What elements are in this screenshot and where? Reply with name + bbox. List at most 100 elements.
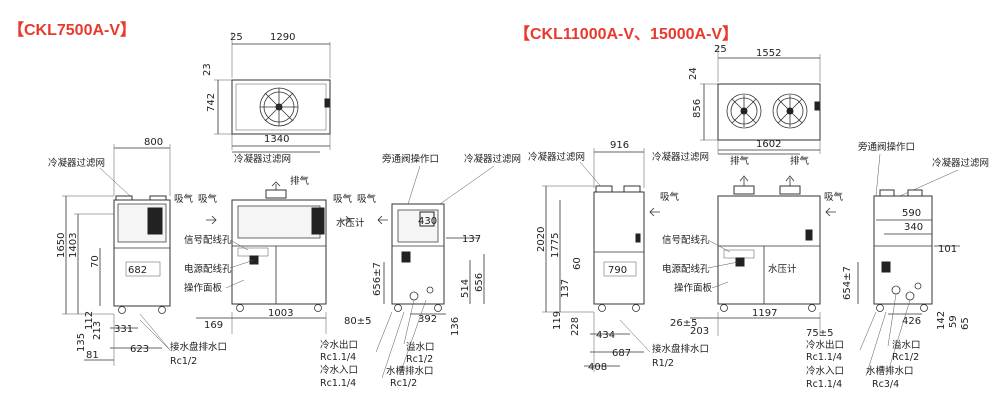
left-front-view: 冷凝器过滤网 排气 信号配线孔 电源配线孔 操作面板 吸气 吸气 169	[174, 151, 371, 334]
left-label-inlet: 冷水入口	[320, 364, 358, 376]
left-right-dim-137: 137	[462, 234, 481, 245]
left-label-overflow: 溢水口	[406, 341, 435, 353]
right-front-label-panel: 操作面板	[674, 282, 713, 294]
left-right-view: 吸气 吸气 水压计 旁通阀操作口 冷凝器过滤网 430 137 656±7 51	[139, 153, 521, 389]
right-side-dim-1775: 1775	[550, 233, 561, 258]
left-label-pan-drain-spec: Rc1/2	[170, 356, 197, 367]
right-label-tank-drain: 水槽排水口	[866, 365, 914, 377]
right-top-view: 25 1552 24 856 1602	[688, 44, 821, 154]
right-front-label-power-hole: 电源配线孔	[662, 263, 710, 275]
right-label-overflow: 溢水口	[892, 339, 921, 351]
right-front-label-pressure: 水压计	[768, 263, 797, 275]
left-right-dim-656: 656	[474, 273, 485, 292]
right-side-dim-916: 916	[610, 140, 629, 151]
left-side-dim-213: 213	[92, 321, 103, 340]
right-side-dim-408: 408	[588, 362, 607, 373]
left-front-label-signal-hole: 信号配线孔	[184, 234, 232, 246]
left-right-dim-136: 136	[450, 317, 461, 336]
right-side-dim-687: 687	[612, 348, 631, 359]
right-side-dim-60: 60	[572, 257, 583, 270]
left-side-dim-682: 682	[128, 265, 147, 276]
right-right-dim-590: 590	[902, 208, 921, 219]
right-right-dim-65: 65	[960, 317, 971, 330]
right-right-dim-426: 426	[902, 316, 921, 327]
left-side-dim-800: 800	[144, 137, 163, 148]
left-right-label-pressure: 水压计	[336, 217, 365, 229]
right-side-label-condenser-filter: 冷凝器过滤网	[528, 151, 585, 163]
right-front-dim-26: 26±5	[670, 318, 697, 329]
right-side-dim-119: 119	[552, 311, 563, 330]
right-model-title: 【CKL11000A-V、15000A-V】	[514, 26, 739, 43]
right-side-dim-434: 434	[596, 330, 615, 341]
left-side-dim-1403: 1403	[68, 233, 79, 258]
left-top-dim-23: 23	[202, 63, 213, 76]
right-front-label-signal-hole: 信号配线孔	[662, 234, 710, 246]
left-top-dim-1340: 1340	[264, 134, 289, 145]
left-right-label-intake-3: 吸气	[333, 193, 353, 205]
left-front-label-panel: 操作面板	[184, 282, 223, 294]
right-right-dim-340: 340	[904, 222, 923, 233]
left-label-tank-drain: 水槽排水口	[386, 365, 434, 377]
left-front-label-power-hole: 电源配线孔	[184, 263, 232, 275]
left-right-label-condenser-filter: 冷凝器过滤网	[464, 153, 521, 165]
right-side-dim-2020: 2020	[536, 227, 547, 252]
left-front-label-condenser-filter: 冷凝器过滤网	[234, 153, 291, 165]
right-front-label-exhaust-2: 排气	[790, 155, 810, 167]
right-label-inlet: 冷水入口	[806, 365, 844, 377]
left-side-dim-112: 112	[84, 311, 95, 330]
right-top-dim-25: 25	[714, 44, 727, 55]
left-right-dim-392: 392	[418, 314, 437, 325]
left-side-dim-135: 135	[76, 333, 87, 352]
right-side-dim-228: 228	[570, 317, 581, 336]
left-side-dim-70: 70	[90, 255, 101, 268]
left-side-dim-1650: 1650	[56, 233, 67, 258]
left-top-dim-25: 25	[230, 32, 243, 43]
right-right-dim-654: 654±7	[842, 266, 853, 300]
right-side-dim-790: 790	[608, 265, 627, 276]
left-front-dim-169: 169	[204, 320, 223, 331]
right-front-dim-75: 75±5	[806, 328, 833, 339]
left-label-inlet-spec: Rc1.1/4	[320, 378, 356, 389]
left-right-dim-656-tol: 656±7	[372, 262, 383, 296]
left-front-label-exhaust: 排气	[290, 175, 310, 187]
right-label-overflow-spec: Rc1/2	[892, 352, 919, 363]
right-right-dim-101: 101	[938, 244, 957, 255]
left-top-view: 25 1290 23 742 1340	[202, 32, 331, 150]
right-label-tank-drain-spec: Rc3/4	[872, 379, 899, 390]
right-front-label-condenser-filter: 冷凝器过滤网	[652, 151, 709, 163]
right-top-dim-1602: 1602	[756, 139, 781, 150]
left-label-outlet: 冷水出口	[320, 339, 358, 351]
right-right-dim-142: 142	[936, 311, 947, 330]
left-front-label-intake-2: 吸气	[198, 193, 218, 205]
right-label-inlet-spec: Rc1.1/4	[806, 379, 842, 390]
right-front-label-exhaust-1: 排气	[730, 155, 750, 167]
right-label-pan-drain: 接水盘排水口	[652, 343, 709, 355]
right-top-dim-24: 24	[688, 67, 699, 80]
left-front-dim-80: 80±5	[344, 316, 371, 327]
right-right-view: 旁通阀操作口 冷凝器过滤网 590 340 101 654±7 426 142	[619, 141, 989, 390]
left-label-tank-drain-spec: Rc1/2	[390, 378, 417, 389]
left-label-overflow-spec: Rc1/2	[406, 354, 433, 365]
right-side-view: 916 冷凝器过滤网 790 2020 1775 137 60 119 228 …	[528, 140, 645, 373]
right-right-dim-59: 59	[948, 315, 959, 328]
left-front-label-intake-1: 吸气	[174, 193, 194, 205]
right-front-label-intake-2: 吸气	[824, 191, 844, 203]
right-top-dim-856: 856	[692, 99, 703, 118]
right-right-label-condenser-filter: 冷凝器过滤网	[932, 157, 989, 169]
left-right-label-intake-4: 吸气	[357, 193, 377, 205]
right-top-dim-1552: 1552	[756, 48, 781, 59]
left-model-title: 【CKL7500A-V】	[8, 22, 137, 39]
right-label-outlet-spec: Rc1.1/4	[806, 352, 842, 363]
left-side-dim-331: 331	[114, 324, 133, 335]
right-label-pan-drain-spec: R1/2	[652, 358, 674, 369]
left-side-dim-623: 623	[130, 344, 149, 355]
left-right-label-bypass: 旁通阀操作口	[382, 153, 439, 165]
right-front-dim-1197: 1197	[752, 308, 777, 319]
left-side-label-condenser-filter: 冷凝器过滤网	[48, 157, 105, 169]
left-top-dim-742: 742	[206, 93, 217, 112]
right-front-dim-203: 203	[690, 326, 709, 337]
left-top-dim-1290: 1290	[270, 32, 295, 43]
left-right-dim-514: 514	[460, 279, 471, 298]
right-label-outlet: 冷水出口	[806, 339, 844, 351]
